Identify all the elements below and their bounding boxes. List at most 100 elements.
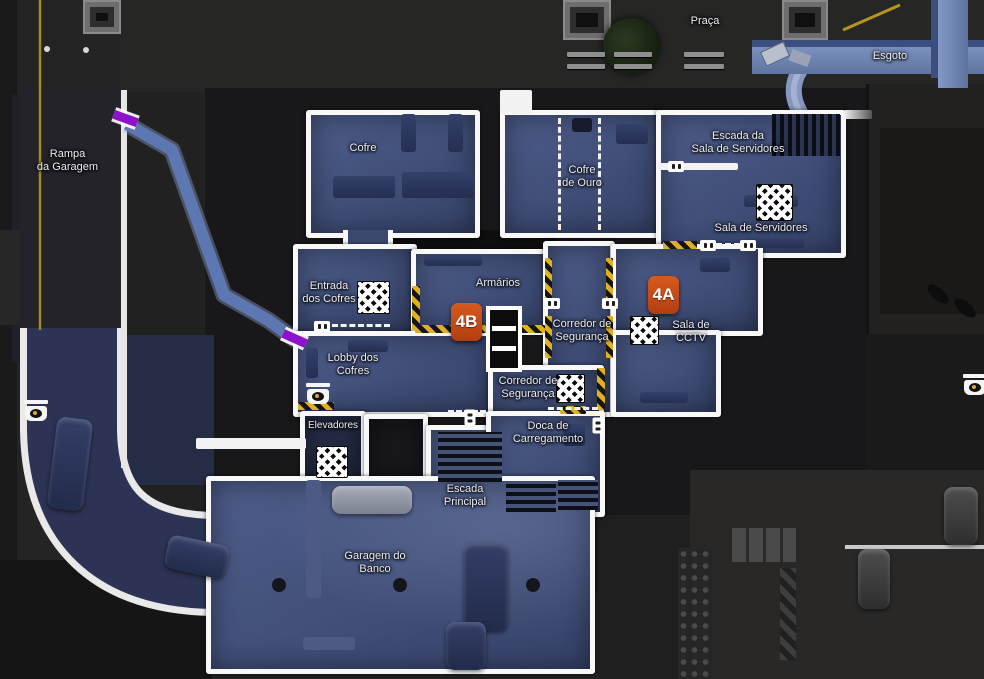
- label-esgoto: Esgoto: [872, 50, 908, 62]
- door-icon-servidores-inner: [668, 161, 684, 172]
- cofre-table-1: [333, 176, 395, 198]
- lobby-sofa-2: [306, 348, 318, 378]
- label-praca: Praça: [690, 15, 720, 27]
- hatch-icon-servidores: [756, 184, 793, 221]
- lot-divider-line: [845, 545, 984, 549]
- garage-pillar-2: [393, 578, 407, 592]
- cofre-table-2: [402, 172, 474, 198]
- lot-crates: [732, 528, 796, 562]
- wall-seg-west: [196, 438, 306, 449]
- room-lobby-cofres: [293, 331, 495, 417]
- cofre-pillar-2: [448, 114, 463, 152]
- breach-wall-cctv-north: [663, 241, 697, 249]
- label-sala-cctv: Sala de CCTV: [672, 319, 710, 344]
- ladder-icon: [486, 306, 522, 372]
- garage-pillar-3: [526, 578, 540, 592]
- label-sala-servidores: Sala de Servidores: [714, 222, 808, 234]
- door-icon-escada-north: [464, 409, 476, 426]
- ouro-prop-1: [572, 118, 592, 132]
- breach-wall-armarios-west: [412, 286, 420, 330]
- sewer-vertical-edge: [931, 0, 938, 78]
- wall-stub-cofre-top: [500, 90, 532, 114]
- ouro-prop-2: [616, 124, 648, 144]
- door-icon-corridor1-left: [544, 298, 560, 309]
- dashed-wall-entrada-south: [332, 324, 390, 327]
- sewer-vertical: [938, 0, 968, 88]
- hatch-icon-elevadores: [316, 446, 348, 478]
- wall-fade-right: [844, 110, 872, 119]
- label-lobby: Lobby dos Cofres: [327, 352, 379, 377]
- background-right-building-inner: [880, 128, 984, 314]
- top-road-yellow-line: [842, 3, 901, 32]
- hatch-icon-entrada: [357, 281, 390, 314]
- label-escada-servidores: Escada da Sala de Servidores: [691, 130, 785, 155]
- road-upper-asphalt: [20, 88, 124, 328]
- dashed-wall-corridor1-south: [548, 407, 598, 410]
- breach-wall-corridor2-east: [597, 368, 605, 410]
- garage-van: [332, 486, 412, 514]
- camera-icon-ramp: [24, 400, 48, 421]
- garage-pillar-1: [272, 578, 286, 592]
- lot-grate: [678, 548, 712, 679]
- label-cofre: Cofre: [349, 142, 377, 154]
- label-corredor-2: Corredor de Segurança: [498, 375, 558, 400]
- servidores-rack-2: [744, 238, 804, 248]
- lobby-sofa: [348, 340, 388, 352]
- background-right-mid: [866, 334, 984, 474]
- label-cofre-ouro: Cofre de Ouro: [562, 164, 602, 189]
- cctv-console: [640, 392, 688, 403]
- breach-wall-corridor1-right-b: [606, 316, 613, 358]
- plaza-bench-4: [614, 64, 652, 69]
- door-icon-corridor1-right: [602, 298, 618, 309]
- background-bottom-mid: [598, 515, 690, 679]
- ramp-path-glow: [122, 116, 302, 348]
- servidores-stairs: [772, 114, 840, 156]
- breach-wall-doca-north: [560, 406, 586, 414]
- road-dot-1: [44, 46, 50, 52]
- doca-crate: [563, 424, 585, 446]
- room-servidores: [656, 110, 846, 258]
- door-icon-cctv-north: [700, 240, 716, 251]
- doca-stairs-2: [558, 480, 598, 510]
- label-corredor-1: Corredor de Segurança: [552, 318, 612, 343]
- plaza-bench-5: [684, 52, 724, 57]
- lot-car-2: [858, 549, 890, 609]
- lot-car-1: [944, 487, 978, 545]
- breach-wall-corridor1-left-a: [545, 258, 552, 303]
- garage-pipe-bottom: [303, 637, 355, 650]
- label-entrada-cofres: Entrada dos Cofres: [302, 280, 356, 305]
- room-dark: [364, 414, 428, 488]
- road-dot-2: [83, 47, 89, 53]
- dashed-wall-cctv-north: [716, 243, 740, 246]
- breach-wall-corridor1-right-a: [606, 258, 613, 303]
- background-bottom-right-lot: [690, 470, 984, 679]
- hatch-icon-corredor2: [556, 374, 585, 403]
- cctv-desk: [700, 258, 730, 272]
- dashed-wall-servidores-inner: [686, 164, 720, 167]
- label-garagem: Garagem do Banco: [344, 550, 406, 575]
- escada-principal-stairs: [438, 432, 502, 482]
- sewer-horizontal-edge: [752, 40, 984, 47]
- cofre-pillar-1: [401, 114, 416, 152]
- objective-badge-4b: 4B: [451, 303, 482, 341]
- gold-vault-gate-2: [598, 118, 601, 230]
- door-icon-entrada-south: [314, 321, 330, 332]
- skylight-2: [563, 0, 611, 40]
- background-ramp-lower: [124, 335, 214, 485]
- garage-car: [446, 622, 486, 670]
- breach-wall-corridor1-left-b: [545, 316, 552, 358]
- skylight-1: [83, 0, 121, 34]
- doca-stairs: [506, 484, 556, 512]
- armarios-shelf: [424, 255, 482, 266]
- gold-vault-gate-1: [558, 118, 561, 230]
- lot-hazard-strip: [780, 568, 796, 660]
- plaza-bench-3: [614, 52, 652, 57]
- camera-icon-right-edge: [963, 374, 984, 395]
- door-icon-cctv-north-2: [740, 240, 756, 251]
- plaza-bench-1: [567, 52, 605, 57]
- ramp-path: [123, 118, 301, 346]
- label-armarios: Armários: [475, 277, 520, 289]
- label-elevadores: Elevadores: [307, 420, 359, 431]
- objective-badge-4a: 4A: [648, 276, 679, 314]
